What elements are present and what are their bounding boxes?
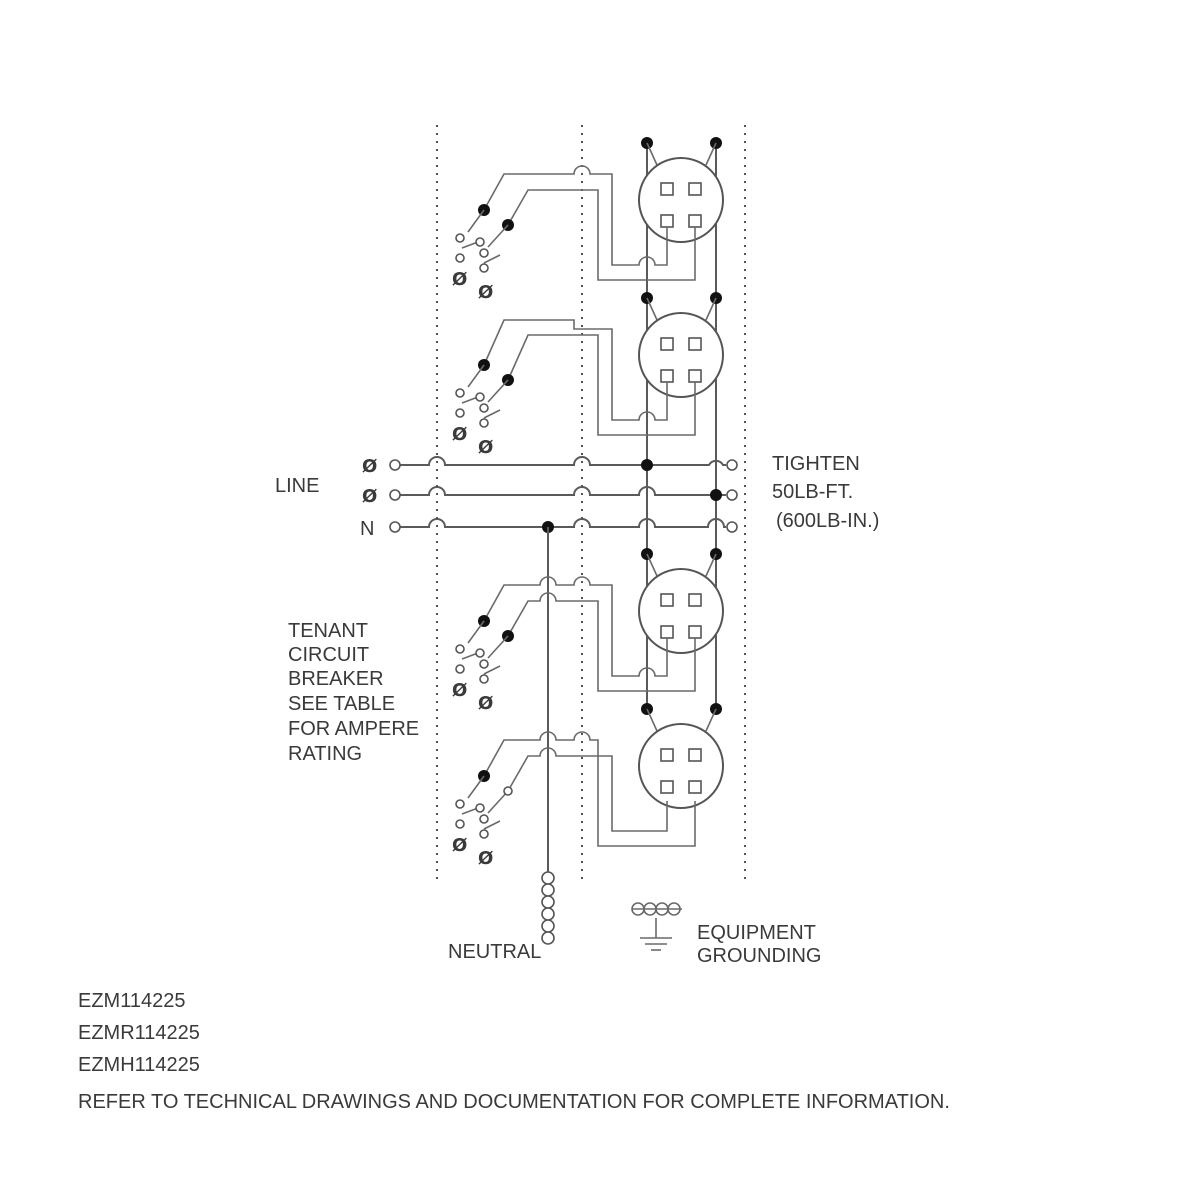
svg-text:Ø: Ø (478, 282, 493, 303)
lug-terminal-n (726, 521, 738, 533)
meter-socket-1 (638, 157, 724, 243)
line-phase-b-wire (400, 486, 726, 496)
torque-inch-label: (600LB-IN.) (776, 510, 879, 532)
svg-text:Ø: Ø (452, 835, 467, 856)
line-neutral-wire (400, 518, 726, 528)
line-label: LINE (275, 475, 319, 497)
svg-text:Ø: Ø (452, 269, 467, 290)
bus-junction-b (710, 489, 722, 501)
line-phase-b-label: Ø (362, 486, 377, 507)
tenant-circuit-4: Ø Ø (452, 708, 724, 869)
ground-symbol (631, 902, 682, 951)
svg-text:Ø: Ø (478, 437, 493, 458)
tenant-label-line-3: BREAKER (288, 668, 384, 690)
line-neutral-label: N (360, 518, 374, 540)
line-bus (389, 456, 738, 533)
tenant-label-line-5: FOR AMPERE (288, 718, 419, 740)
model-number-3: EZMH114225 (78, 1054, 200, 1076)
bus-junction-a (641, 459, 653, 471)
tenant-circuit-1: Ø Ø (452, 137, 724, 304)
grounding-label: GROUNDING (697, 945, 821, 967)
lug-terminal-a (726, 459, 738, 471)
tenant-label-line-1: TENANT (288, 620, 368, 642)
tenant-circuit-3: Ø Ø (452, 548, 724, 715)
model-number-2: EZMR114225 (78, 1022, 200, 1044)
model-number-1: EZM114225 (78, 990, 186, 1012)
equipment-label: EQUIPMENT (697, 922, 816, 944)
line-terminal-n (389, 521, 401, 533)
torque-label: 50LB-FT. (772, 481, 853, 503)
tighten-label: TIGHTEN (772, 453, 860, 475)
line-phase-a-wire (400, 456, 726, 466)
line-terminal-b (389, 489, 401, 501)
tenant-label-line-2: CIRCUIT (288, 644, 369, 666)
neutral-label: NEUTRAL (448, 941, 541, 963)
neutral-bar-coil (541, 871, 555, 945)
svg-text:Ø: Ø (478, 848, 493, 869)
meter-socket-3 (638, 568, 724, 654)
svg-text:Ø: Ø (452, 680, 467, 701)
meter-socket-4 (638, 723, 724, 809)
meter-socket-2 (638, 312, 724, 398)
reference-note: REFER TO TECHNICAL DRAWINGS AND DOCUMENT… (78, 1091, 950, 1113)
lug-terminal-b (726, 489, 738, 501)
tenant-label-line-6: RATING (288, 743, 362, 765)
line-terminal-a (389, 459, 401, 471)
tenant-label-line-4: SEE TABLE (288, 693, 395, 715)
line-phase-a-label: Ø (362, 456, 377, 477)
svg-text:Ø: Ø (452, 424, 467, 445)
tenant-circuit-2: Ø Ø (452, 297, 724, 458)
svg-text:Ø: Ø (478, 693, 493, 714)
